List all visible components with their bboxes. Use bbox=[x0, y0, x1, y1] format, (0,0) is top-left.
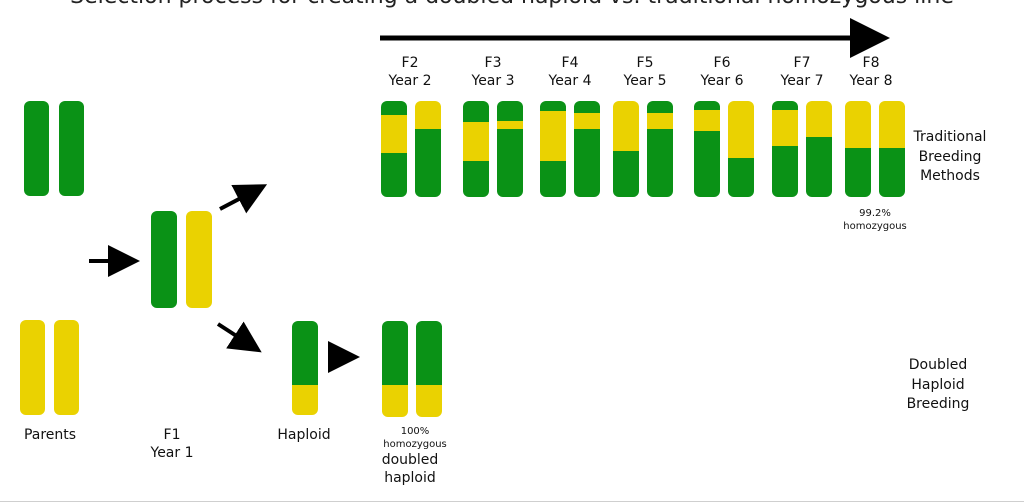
parents-label: Parents bbox=[23, 427, 77, 443]
f2-chromosome-b bbox=[415, 101, 441, 197]
f8-chromosome-b bbox=[879, 101, 905, 197]
arrow-layer bbox=[89, 18, 890, 373]
parent-yellow-chromosome-b bbox=[54, 320, 79, 415]
f7-chromosome-b bbox=[806, 101, 832, 197]
f1-green-chromosome bbox=[151, 211, 177, 308]
f7-chromosome-a bbox=[772, 101, 798, 197]
f3-chromosome-b bbox=[497, 101, 523, 197]
parent-green-chromosome-b bbox=[59, 101, 84, 196]
f6-chromosome-b bbox=[728, 101, 754, 197]
doubled-haploid-percent: 100%homozygous bbox=[383, 426, 447, 450]
chromosome-layer bbox=[20, 101, 905, 417]
haploid-chromosome bbox=[292, 321, 318, 415]
doubled-haploid-chromosome-a bbox=[382, 321, 408, 417]
f1-to-traditional-arrow bbox=[219, 184, 268, 214]
f1-to-haploid-arrow bbox=[216, 321, 262, 353]
f4-chromosome-b bbox=[574, 101, 600, 197]
traditional-percent: 99.2%homozygous bbox=[843, 208, 907, 232]
f5-chromosome-b bbox=[647, 101, 673, 197]
diagram-title: Selection process for creating a doubled… bbox=[0, 0, 1024, 9]
f4-chromosome-a bbox=[540, 101, 566, 197]
f2-chromosome-a bbox=[381, 101, 407, 197]
f5-chromosome-a bbox=[613, 101, 639, 197]
f6-chromosome-a bbox=[694, 101, 720, 197]
doubled-haploid-chromosome-b bbox=[416, 321, 442, 417]
haploid-label: Haploid bbox=[277, 427, 331, 443]
f1-yellow-chromosome bbox=[186, 211, 212, 308]
f3-chromosome-a bbox=[463, 101, 489, 197]
parent-green-chromosome-a bbox=[24, 101, 49, 196]
parent-yellow-chromosome-a bbox=[20, 320, 45, 415]
f8-chromosome-a bbox=[845, 101, 871, 197]
